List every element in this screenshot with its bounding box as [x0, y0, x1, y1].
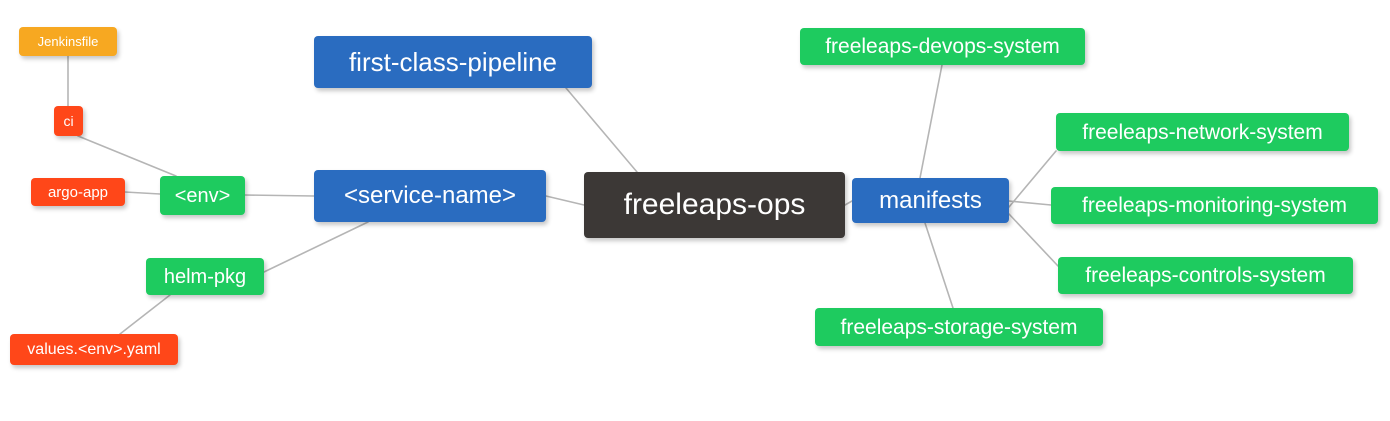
- node-label-first-class-pipeline: first-class-pipeline: [348, 47, 558, 77]
- node-label-argo-app: argo-app: [47, 183, 109, 201]
- edge-manifests-to-freeleaps-network-system: [1008, 150, 1057, 208]
- node-label-helm-pkg: helm-pkg: [163, 265, 247, 288]
- node-label-freeleaps-controls-system: freeleaps-controls-system: [1085, 264, 1326, 287]
- node-label-freeleaps-monitoring-system: freeleaps-monitoring-system: [1082, 194, 1347, 217]
- edge-freeleaps-ops-to-service-name: [545, 195, 585, 206]
- node-label-ci: ci: [63, 113, 74, 129]
- node-freeleaps-controls-system[interactable]: freeleaps-controls-system: [1058, 257, 1353, 294]
- node-label-values-env-yaml: values.<env>.yaml: [27, 340, 161, 358]
- edge-manifests-to-freeleaps-devops-system: [919, 64, 943, 179]
- node-service-name[interactable]: <service-name>: [314, 170, 546, 222]
- node-label-service-name: <service-name>: [343, 182, 517, 209]
- node-freeleaps-ops[interactable]: freeleaps-ops: [584, 172, 845, 238]
- edge-helm-pkg-to-values-env-yaml: [119, 294, 171, 335]
- node-label-jenkinsfile: Jenkinsfile: [37, 34, 99, 49]
- edge-freeleaps-ops-to-manifests: [844, 200, 853, 206]
- node-jenkinsfile[interactable]: Jenkinsfile: [19, 27, 117, 56]
- node-argo-app[interactable]: argo-app: [31, 178, 125, 206]
- node-freeleaps-devops-system[interactable]: freeleaps-devops-system: [800, 28, 1085, 65]
- node-label-freeleaps-storage-system: freeleaps-storage-system: [840, 315, 1078, 339]
- edge-env-to-argo-app: [124, 191, 161, 195]
- node-freeleaps-network-system[interactable]: freeleaps-network-system: [1056, 113, 1349, 151]
- edge-service-name-to-helm-pkg: [263, 221, 369, 273]
- node-label-freeleaps-devops-system: freeleaps-devops-system: [825, 35, 1060, 58]
- edge-manifests-to-freeleaps-monitoring-system: [1008, 200, 1052, 206]
- node-freeleaps-monitoring-system[interactable]: freeleaps-monitoring-system: [1051, 187, 1378, 224]
- node-helm-pkg[interactable]: helm-pkg: [146, 258, 264, 295]
- edge-service-name-to-env: [244, 194, 315, 197]
- node-label-freeleaps-network-system: freeleaps-network-system: [1082, 120, 1323, 144]
- edge-manifests-to-freeleaps-storage-system: [924, 222, 954, 309]
- node-label-freeleaps-ops: freeleaps-ops: [623, 188, 806, 221]
- node-label-manifests: manifests: [879, 186, 982, 214]
- node-label-env: <env>: [174, 184, 231, 207]
- node-ci[interactable]: ci: [54, 106, 83, 136]
- node-freeleaps-storage-system[interactable]: freeleaps-storage-system: [815, 308, 1103, 346]
- node-env[interactable]: <env>: [160, 176, 245, 215]
- node-values-env-yaml[interactable]: values.<env>.yaml: [10, 334, 178, 365]
- edge-env-to-ci: [77, 135, 177, 177]
- edge-freeleaps-ops-to-first-class-pipeline: [565, 87, 638, 173]
- node-first-class-pipeline[interactable]: first-class-pipeline: [314, 36, 592, 88]
- node-manifests[interactable]: manifests: [852, 178, 1009, 223]
